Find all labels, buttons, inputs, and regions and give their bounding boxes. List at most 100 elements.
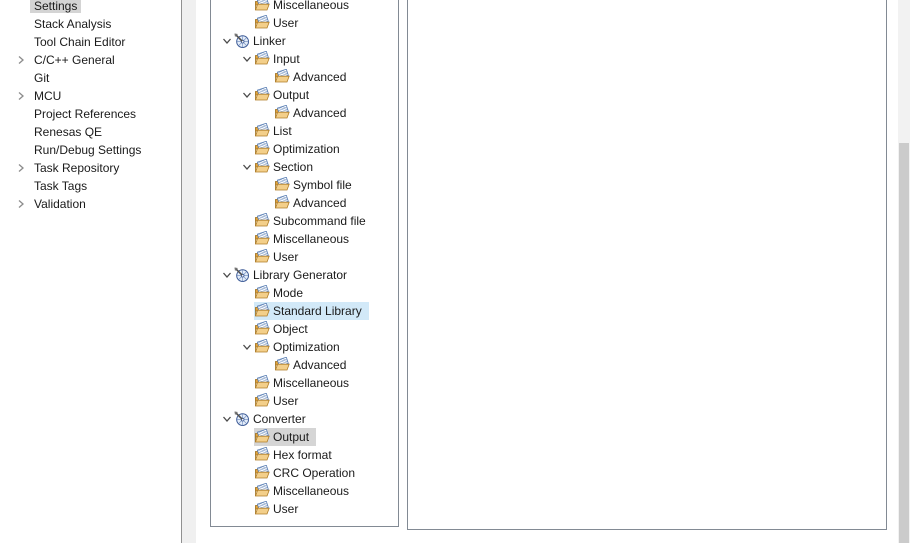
category-folder-icon [254, 465, 270, 481]
tree-item-label: Library Generator [253, 268, 348, 282]
sidebar-item-label: Renesas QE [34, 125, 103, 139]
chevron-down-icon[interactable] [219, 267, 234, 283]
chevron-down-icon[interactable] [219, 33, 234, 49]
tree-item-linker[interactable]: Linker [211, 32, 398, 50]
category-folder-icon [254, 159, 270, 175]
tree-item-optimization[interactable]: Optimization [211, 338, 398, 356]
arrow-spacer [239, 429, 254, 445]
sidebar-item-c-c-general[interactable]: C/C++ General [0, 51, 181, 69]
tree-item-label: Optimization [273, 142, 340, 156]
category-folder-icon [254, 501, 270, 517]
tree-item-label: Optimization [273, 340, 340, 354]
category-folder-icon [254, 303, 270, 319]
sidebar-item-renesas-qe[interactable]: Renesas QE [0, 123, 181, 141]
arrow-spacer [259, 195, 274, 211]
tree-item-advanced[interactable]: Advanced [211, 194, 398, 212]
sidebar-item-stack-analysis[interactable]: Stack Analysis [0, 15, 181, 33]
category-folder-icon [254, 339, 270, 355]
tree-item-section[interactable]: Section [211, 158, 398, 176]
category-folder-icon [274, 105, 290, 121]
tree-item-user[interactable]: User [211, 392, 398, 410]
tree-item-optimization[interactable]: Optimization [211, 140, 398, 158]
tree-item-input[interactable]: Input [211, 50, 398, 68]
chevron-down-icon[interactable] [239, 339, 254, 355]
tree-item-output[interactable]: Output [211, 86, 398, 104]
sidebar-item-settings[interactable]: Settings [0, 0, 181, 15]
tree-item-label: Standard Library [273, 304, 362, 318]
tree-item-list[interactable]: List [211, 122, 398, 140]
tree-item-converter[interactable]: Converter [211, 410, 398, 428]
vertical-scrollbar[interactable] [898, 0, 910, 543]
sidebar-scrollbar-track[interactable] [182, 0, 196, 543]
tree-item-miscellaneous[interactable]: Miscellaneous [211, 482, 398, 500]
tree-item-advanced[interactable]: Advanced [211, 104, 398, 122]
chevron-down-icon[interactable] [239, 87, 254, 103]
tree-item-label: Mode [273, 286, 304, 300]
arrow-spacer [239, 231, 254, 247]
arrow-spacer [12, 142, 30, 158]
arrow-spacer [239, 393, 254, 409]
sidebar-item-label: Validation [34, 197, 86, 211]
sidebar-item-label: Project References [34, 107, 137, 121]
sidebar-item-task-tags[interactable]: Task Tags [0, 177, 181, 195]
category-folder-icon [254, 483, 270, 499]
tool-icon [234, 33, 250, 49]
tree-item-user[interactable]: User [211, 14, 398, 32]
tree-item-label: User [273, 250, 299, 264]
tree-item-label: Converter [253, 412, 306, 426]
tree-item-symbol-file[interactable]: Symbol file [211, 176, 398, 194]
tree-item-hex-format[interactable]: Hex format [211, 446, 398, 464]
tree-item-label: Object [273, 322, 308, 336]
chevron-right-icon[interactable] [12, 88, 30, 104]
tree-item-label: Advanced [293, 196, 347, 210]
sidebar-item-mcu[interactable]: MCU [0, 87, 181, 105]
tree-item-miscellaneous[interactable]: Miscellaneous [211, 0, 398, 14]
arrow-spacer [259, 357, 274, 373]
tree-item-label: Advanced [293, 106, 347, 120]
sidebar-item-validation[interactable]: Validation [0, 195, 181, 213]
tree-item-miscellaneous[interactable]: Miscellaneous [211, 230, 398, 248]
chevron-down-icon[interactable] [239, 159, 254, 175]
sidebar-item-git[interactable]: Git [0, 69, 181, 87]
tree-item-mode[interactable]: Mode [211, 284, 398, 302]
chevron-right-icon[interactable] [12, 196, 30, 212]
tree-item-output[interactable]: Output [211, 428, 398, 446]
category-folder-icon [254, 0, 270, 13]
tree-item-object[interactable]: Object [211, 320, 398, 338]
tree-item-user[interactable]: User [211, 248, 398, 266]
sidebar-item-tool-chain-editor[interactable]: Tool Chain Editor [0, 33, 181, 51]
tree-item-user[interactable]: User [211, 500, 398, 518]
sidebar-item-task-repository[interactable]: Task Repository [0, 159, 181, 177]
chevron-right-icon[interactable] [12, 160, 30, 176]
category-folder-icon [254, 375, 270, 391]
tool-icon [234, 267, 250, 283]
chevron-down-icon[interactable] [219, 411, 234, 427]
chevron-right-icon[interactable] [12, 52, 30, 68]
tree-item-subcommand-file[interactable]: Subcommand file [211, 212, 398, 230]
category-folder-icon [254, 321, 270, 337]
sidebar-item-label: Tool Chain Editor [34, 35, 126, 49]
category-folder-icon [254, 87, 270, 103]
tree-item-advanced[interactable]: Advanced [211, 356, 398, 374]
chevron-down-icon[interactable] [239, 51, 254, 67]
sidebar-item-label: Stack Analysis [34, 17, 112, 31]
arrow-spacer [239, 123, 254, 139]
arrow-spacer [239, 501, 254, 517]
tree-item-library-generator[interactable]: Library Generator [211, 266, 398, 284]
category-folder-icon [254, 393, 270, 409]
category-folder-icon [254, 51, 270, 67]
tree-item-standard-library[interactable]: Standard Library [211, 302, 398, 320]
arrow-spacer [12, 106, 30, 122]
tree-item-advanced[interactable]: Advanced [211, 68, 398, 86]
sidebar-item-project-references[interactable]: Project References [0, 105, 181, 123]
vertical-scrollbar-thumb[interactable] [899, 143, 909, 543]
tree-item-label: User [273, 394, 299, 408]
tree-item-crc-operation[interactable]: CRC Operation [211, 464, 398, 482]
tool-icon [234, 411, 250, 427]
tree-item-label: Miscellaneous [273, 232, 350, 246]
tree-item-label: Miscellaneous [273, 484, 350, 498]
sidebar-item-run-debug-settings[interactable]: Run/Debug Settings [0, 141, 181, 159]
tree-item-miscellaneous[interactable]: Miscellaneous [211, 374, 398, 392]
